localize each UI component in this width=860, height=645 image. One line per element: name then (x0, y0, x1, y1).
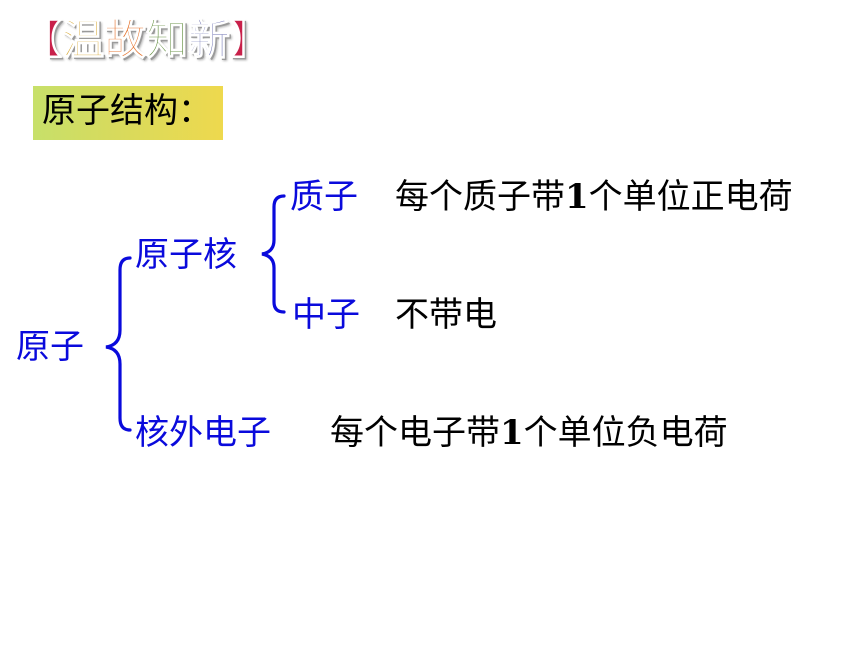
atom-label: 原子 (16, 327, 84, 367)
banner-open-bracket: 【 (21, 17, 62, 63)
root-brace (105, 256, 132, 432)
title-banner: 【 温 故 知 新 】 (21, 12, 271, 68)
electron-label: 核外电子 (135, 413, 271, 453)
proton-label: 质子 (290, 177, 358, 217)
banner-char-4: 新 (187, 15, 231, 64)
proton-description: 每个质子带1个单位正电荷 (395, 180, 793, 214)
electron-desc-suffix: 个单位负电荷 (523, 413, 728, 453)
proton-desc-prefix: 每个质子带 (395, 177, 565, 217)
proton-desc-number: 1 (565, 177, 589, 217)
banner-char-1: 温 (61, 15, 105, 64)
banner-close-bracket: 】 (229, 17, 271, 63)
banner-char-2: 故 (103, 15, 147, 64)
nucleus-brace (261, 194, 286, 314)
electron-desc-prefix: 每个电子带 (330, 413, 500, 453)
neutron-label: 中子 (292, 295, 360, 335)
subtitle-highlight (33, 86, 223, 140)
proton-desc-suffix: 个单位正电荷 (588, 177, 793, 217)
neutron-description: 不带电 (395, 295, 497, 335)
banner-char-3: 知 (145, 15, 189, 64)
nucleus-label: 原子核 (135, 235, 237, 275)
subtitle: 原子结构： (42, 91, 212, 131)
electron-desc-number: 1 (500, 413, 524, 453)
electron-description: 每个电子带1个单位负电荷 (330, 416, 728, 450)
